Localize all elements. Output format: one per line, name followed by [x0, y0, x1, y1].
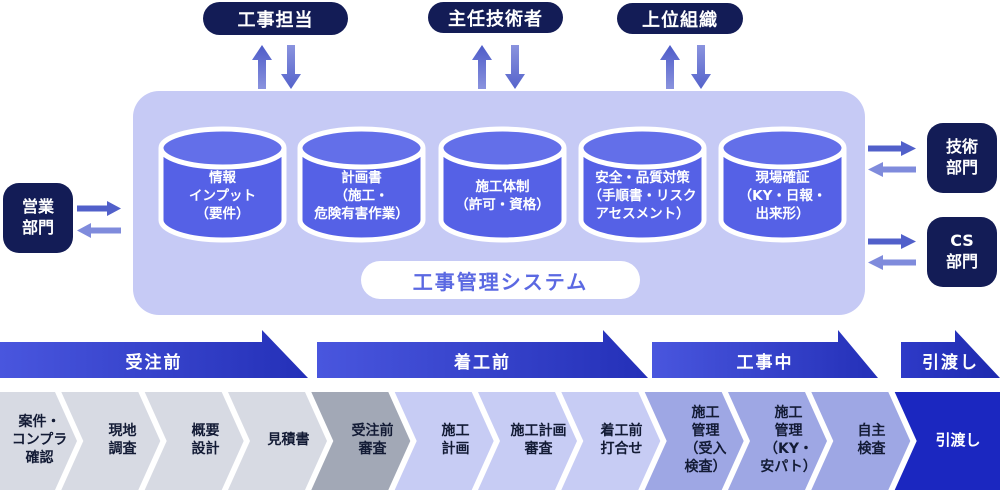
system-title: 工事管理システム — [361, 261, 640, 299]
phase-pre-order: 受注前 — [125, 352, 183, 373]
db-label: 施工体制 （許可・資格） — [455, 179, 550, 213]
actor-label: 工事担当 — [237, 9, 314, 31]
step-pre-order-review: 受注前 審査 — [351, 423, 394, 457]
system-title-text: 工事管理システム — [412, 269, 589, 294]
actor-label: 主任技術者 — [448, 8, 543, 30]
step-handover: 引渡し — [935, 431, 981, 450]
process-chevron-row — [0, 392, 1000, 490]
dept-cs: CS 部門 — [927, 217, 997, 287]
actor-construction-staff: 工事担当 — [203, 2, 348, 35]
database-icon — [297, 126, 426, 243]
database-icon — [158, 126, 287, 243]
step-construction-mgmt-ky: 施工 管理 （KY・ 安パト） — [760, 405, 817, 475]
db-label: 計画書 （施工・ 危険有害作業） — [314, 170, 409, 222]
actor-upper-organization: 上位組織 — [617, 3, 743, 34]
actor-chief-engineer: 主任技術者 — [428, 2, 563, 33]
database-icon — [578, 126, 707, 243]
phase-arrow-icon — [317, 330, 648, 378]
arrow-down-icon — [505, 45, 525, 89]
arrow-right-icon — [868, 141, 916, 156]
db-site-verification: 現場確証 （KY・日報・ 出来形） — [717, 124, 848, 246]
actor-label: 上位組織 — [642, 9, 718, 31]
arrow-right-icon — [868, 234, 916, 249]
arrow-up-icon — [660, 45, 680, 89]
arrow-left-icon — [868, 255, 916, 270]
phase-handover: 引渡し — [922, 352, 979, 373]
step-outline-design: 概要 設計 — [191, 423, 220, 457]
db-label: 現場確証 （KY・日報・ 出来形） — [738, 170, 827, 222]
step-construction-plan: 施工 計画 — [441, 423, 470, 457]
db-label: 安全・品質対策 （手順書・リスク アセスメント） — [588, 170, 697, 222]
phase-pre-construction: 着工前 — [454, 352, 511, 373]
database-icon — [718, 126, 847, 243]
arrow-down-icon — [281, 45, 301, 89]
arrow-up-icon — [252, 45, 272, 89]
db-label: 情報 インプット （要件） — [188, 170, 257, 222]
db-plan-documents: 計画書 （施工・ 危険有害作業） — [296, 124, 427, 246]
phase-arrow-icon — [901, 330, 1000, 378]
dept-engineering: 技術 部門 — [927, 123, 997, 193]
phase-arrow-icon — [652, 330, 878, 378]
arrow-right-icon — [77, 201, 121, 216]
dept-sales: 営業 部門 — [3, 183, 73, 253]
step-self-inspection: 自主 検査 — [857, 423, 886, 457]
step-pre-start-meeting: 着工前 打合せ — [600, 423, 643, 457]
step-construction-mgmt-acceptance: 施工 管理 （受入 検査） — [684, 405, 727, 475]
arrow-down-icon — [691, 45, 711, 89]
arrow-up-icon — [472, 45, 492, 89]
step-quotation: 見積書 — [267, 432, 310, 449]
phase-arrow-icon — [0, 330, 308, 378]
phase-during-construction: 工事中 — [736, 352, 794, 373]
step-case-compliance-check: 案件・ コンプラ 確認 — [11, 414, 68, 466]
step-site-survey: 現地 調査 — [108, 423, 137, 457]
step-construction-plan-review: 施工計画 審査 — [510, 423, 567, 457]
db-safety-quality: 安全・品質対策 （手順書・リスク アセスメント） — [577, 124, 708, 246]
db-construction-structure: 施工体制 （許可・資格） — [437, 124, 568, 246]
arrow-left-icon — [77, 223, 121, 238]
arrow-left-icon — [868, 162, 916, 177]
db-info-input: 情報 インプット （要件） — [157, 124, 288, 246]
database-icon — [438, 126, 567, 243]
